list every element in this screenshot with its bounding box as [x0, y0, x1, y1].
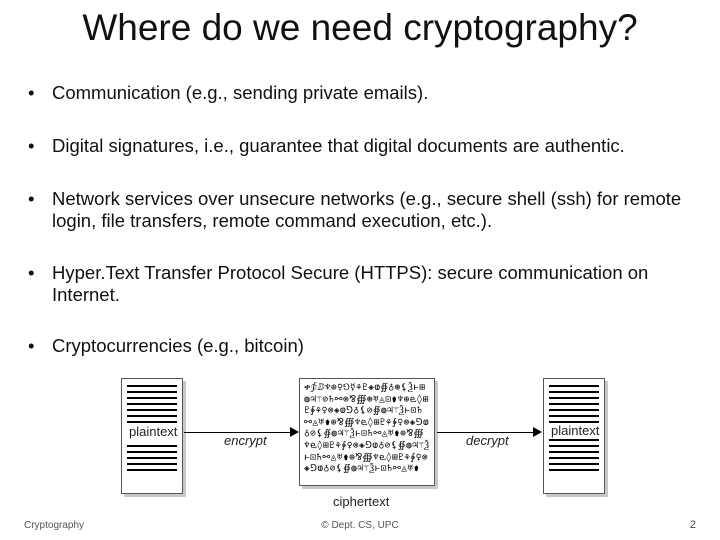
plaintext-label-right: plaintext [548, 423, 603, 439]
footer-copyright: © Dept. CS, UPC [321, 520, 399, 531]
bullet-item: • Hyper.Text Transfer Protocol Secure (H… [28, 262, 700, 306]
bullet-text: Hyper.Text Transfer Protocol Secure (HTT… [52, 262, 649, 305]
decrypt-label: decrypt [464, 433, 511, 448]
footer-course-title: Cryptography [24, 520, 85, 531]
bullet-item: • Network services over unsecure network… [28, 188, 700, 232]
encrypt-arrow [184, 432, 290, 433]
decrypt-arrow [437, 432, 533, 433]
slide-number: 2 [689, 519, 696, 531]
bullet-text: Communication (e.g., sending private ema… [52, 82, 429, 103]
bullet-dot: • [28, 262, 35, 283]
ciphertext-document: ቀ∲ⅅ♆⊕♀⅁☿⚘♇◈ⱷ∯♁⊛⚸Ѯⱶ⊞◍♃⚚⊘♄⚯⊗⅋∰⊛♅◬⊡⚱♆⊕ⱸ◊⊞♇∲… [299, 378, 435, 486]
bullet-text: Digital signatures, i.e., guarantee that… [52, 135, 625, 156]
ciphertext-label: ciphertext [333, 494, 390, 509]
bullet-text: Cryptocurrencies (e.g., bitcoin) [52, 335, 304, 356]
bullet-dot: • [28, 135, 35, 156]
bullet-dot: • [28, 188, 35, 209]
slide-title: Where do we need cryptography? [82, 7, 638, 48]
bullet-text: Network services over unsecure networks … [52, 188, 682, 231]
plaintext-label-left: plaintext [126, 424, 181, 440]
bullet-item: • Cryptocurrencies (e.g., bitcoin) [28, 335, 700, 357]
encryption-diagram: plaintext encrypt ቀ∲ⅅ♆⊕♀⅁☿⚘♇◈ⱷ∯♁⊛⚸Ѯⱶ⊞◍♃⚚… [0, 370, 720, 540]
bullet-item: • Communication (e.g., sending private e… [28, 82, 700, 104]
bullet-dot: • [28, 82, 35, 103]
ciphertext-glyphs: ቀ∲ⅅ♆⊕♀⅁☿⚘♇◈ⱷ∯♁⊛⚸Ѯⱶ⊞◍♃⚚⊘♄⚯⊗⅋∰⊛♅◬⊡⚱♆⊕ⱸ◊⊞♇∲… [304, 382, 430, 475]
decrypt-arrowhead [533, 427, 542, 437]
encrypt-arrowhead [290, 427, 299, 437]
encrypt-label: encrypt [222, 433, 269, 448]
document-text-lines [549, 385, 599, 475]
bullet-dot: • [28, 335, 35, 356]
bullet-item: • Digital signatures, i.e., guarantee th… [28, 135, 700, 157]
